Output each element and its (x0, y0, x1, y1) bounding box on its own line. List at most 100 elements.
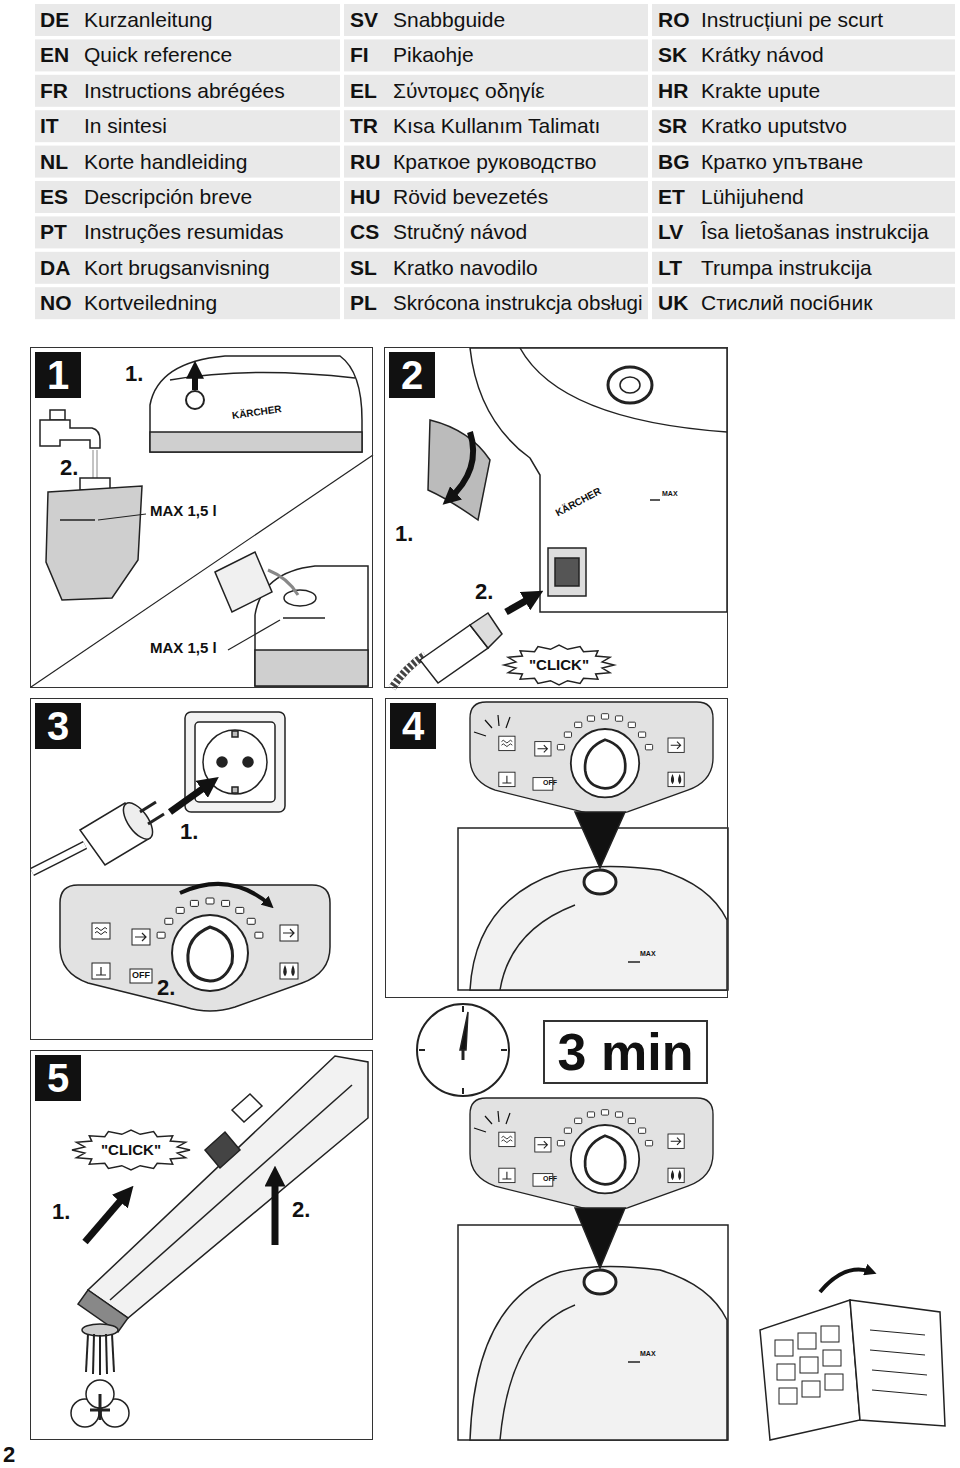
language-code: FI (350, 43, 369, 67)
language-code: PL (350, 291, 377, 315)
table-rows (344, 75, 648, 107)
language-title: Kort brugsanvisning (84, 256, 270, 280)
manual-booklet (775, 1340, 793, 1356)
language-title: Lühijuhend (701, 185, 804, 209)
language-title: Pikaohje (393, 43, 474, 67)
heat-up-figure (500, 905, 575, 990)
language-code: RO (658, 8, 690, 32)
callout-label: OFF (543, 779, 557, 787)
heat-up-figure (470, 866, 727, 990)
callout-label: MAX (640, 1350, 656, 1358)
step-number: 2 (389, 352, 435, 398)
fill-water-figure (255, 566, 368, 686)
connect-hose-figure (548, 548, 586, 596)
fill-water-figure (186, 391, 204, 409)
plug-in-figure (170, 782, 212, 812)
heat-up-figure (628, 961, 640, 963)
callout-label: 2. (60, 456, 78, 480)
step-panel: 3 (30, 698, 373, 1040)
language-code: DA (40, 256, 70, 280)
burst-outline (504, 645, 614, 685)
plug-in-figure (148, 814, 164, 824)
manual-booklet (760, 1270, 945, 1441)
heat-up-figure (500, 1305, 575, 1440)
heat-up-figure (417, 1004, 509, 1096)
language-title: Rövid bevezetés (393, 185, 548, 209)
language-title: Quick reference (84, 43, 232, 67)
connect-hose-figure (428, 420, 490, 520)
language-title: Кратко упътване (701, 150, 863, 174)
heat-up-figure (419, 1049, 425, 1051)
table-rows (652, 110, 955, 142)
attach-brush-figure (112, 1334, 114, 1372)
heat-up-figure (575, 812, 625, 868)
manual-booklet (775, 1326, 843, 1404)
language-code: DE (40, 8, 69, 32)
attach-brush-figure (71, 1056, 368, 1427)
connect-hose-figure (650, 499, 660, 501)
step-panel: 5"CLICK" (30, 1050, 373, 1440)
plug-in-figure (60, 885, 330, 1011)
table-rows (344, 4, 648, 36)
language-code: SV (350, 8, 378, 32)
connect-hose-figure (448, 432, 473, 500)
table-rows (344, 216, 648, 248)
callout-label: 2. (157, 976, 175, 1000)
heat-up-figure (474, 715, 510, 736)
table-rows (35, 4, 340, 36)
click-text: "CLICK" (529, 657, 589, 674)
language-code: ET (658, 185, 685, 209)
attach-brush-figure (205, 1132, 240, 1168)
callout-label: OFF (132, 971, 150, 981)
page-number: 2 (3, 1443, 15, 1467)
heat-up-figure (419, 1006, 507, 1094)
table-rows (35, 110, 340, 142)
callout-label: 1. (180, 820, 198, 844)
fill-water-figure (268, 570, 298, 595)
table-rows (652, 181, 955, 213)
attach-brush-figure (99, 1335, 101, 1375)
heat-up-figure (470, 1266, 727, 1440)
manual-booklet (870, 1330, 927, 1395)
language-code: UK (658, 291, 688, 315)
callout-label: 1. (395, 522, 413, 546)
language-title: Instructions abrégées (84, 79, 285, 103)
fill-water-figure (192, 368, 198, 390)
step-number: 5 (35, 1055, 81, 1101)
connect-hose-figure (506, 595, 536, 612)
heat-up-figure (474, 1111, 510, 1132)
callout-label: 2. (475, 580, 493, 604)
language-code: LT (658, 256, 682, 280)
language-code: SL (350, 256, 377, 280)
plug-in-figure (180, 884, 270, 905)
fill-water-figure (283, 617, 325, 619)
connect-hose-figure (470, 613, 502, 648)
language-title: Σύντομες οδηγίε (393, 79, 545, 103)
language-title: Стислий посібник (701, 291, 872, 315)
plug-in-figure (217, 757, 227, 767)
fill-water-figure (46, 486, 142, 600)
fill-water-figure (98, 514, 146, 520)
language-title: Snabbguide (393, 8, 505, 32)
fill-water-figure (31, 356, 373, 687)
plug-in-figure (185, 712, 285, 812)
fill-water-figure (215, 552, 272, 612)
table-rows (652, 39, 955, 71)
plug-in-figure (32, 712, 330, 1011)
table-rows (35, 252, 340, 284)
callout-label: MAX 1,5 l (150, 503, 217, 520)
table-rows (35, 146, 340, 178)
table-rows (35, 181, 340, 213)
language-code: RU (350, 150, 380, 174)
heat-up-figure (575, 1208, 625, 1268)
heat-up-figure (417, 702, 728, 1440)
language-code: SK (658, 43, 687, 67)
heat-up-figure (501, 1049, 507, 1051)
attach-brush-figure (272, 1174, 279, 1245)
time-text: 3 min (558, 1026, 694, 1078)
language-code: SR (658, 114, 687, 138)
fill-water-figure (31, 455, 373, 687)
language-code: PT (40, 220, 67, 244)
callout-label: 1. (52, 1200, 70, 1224)
